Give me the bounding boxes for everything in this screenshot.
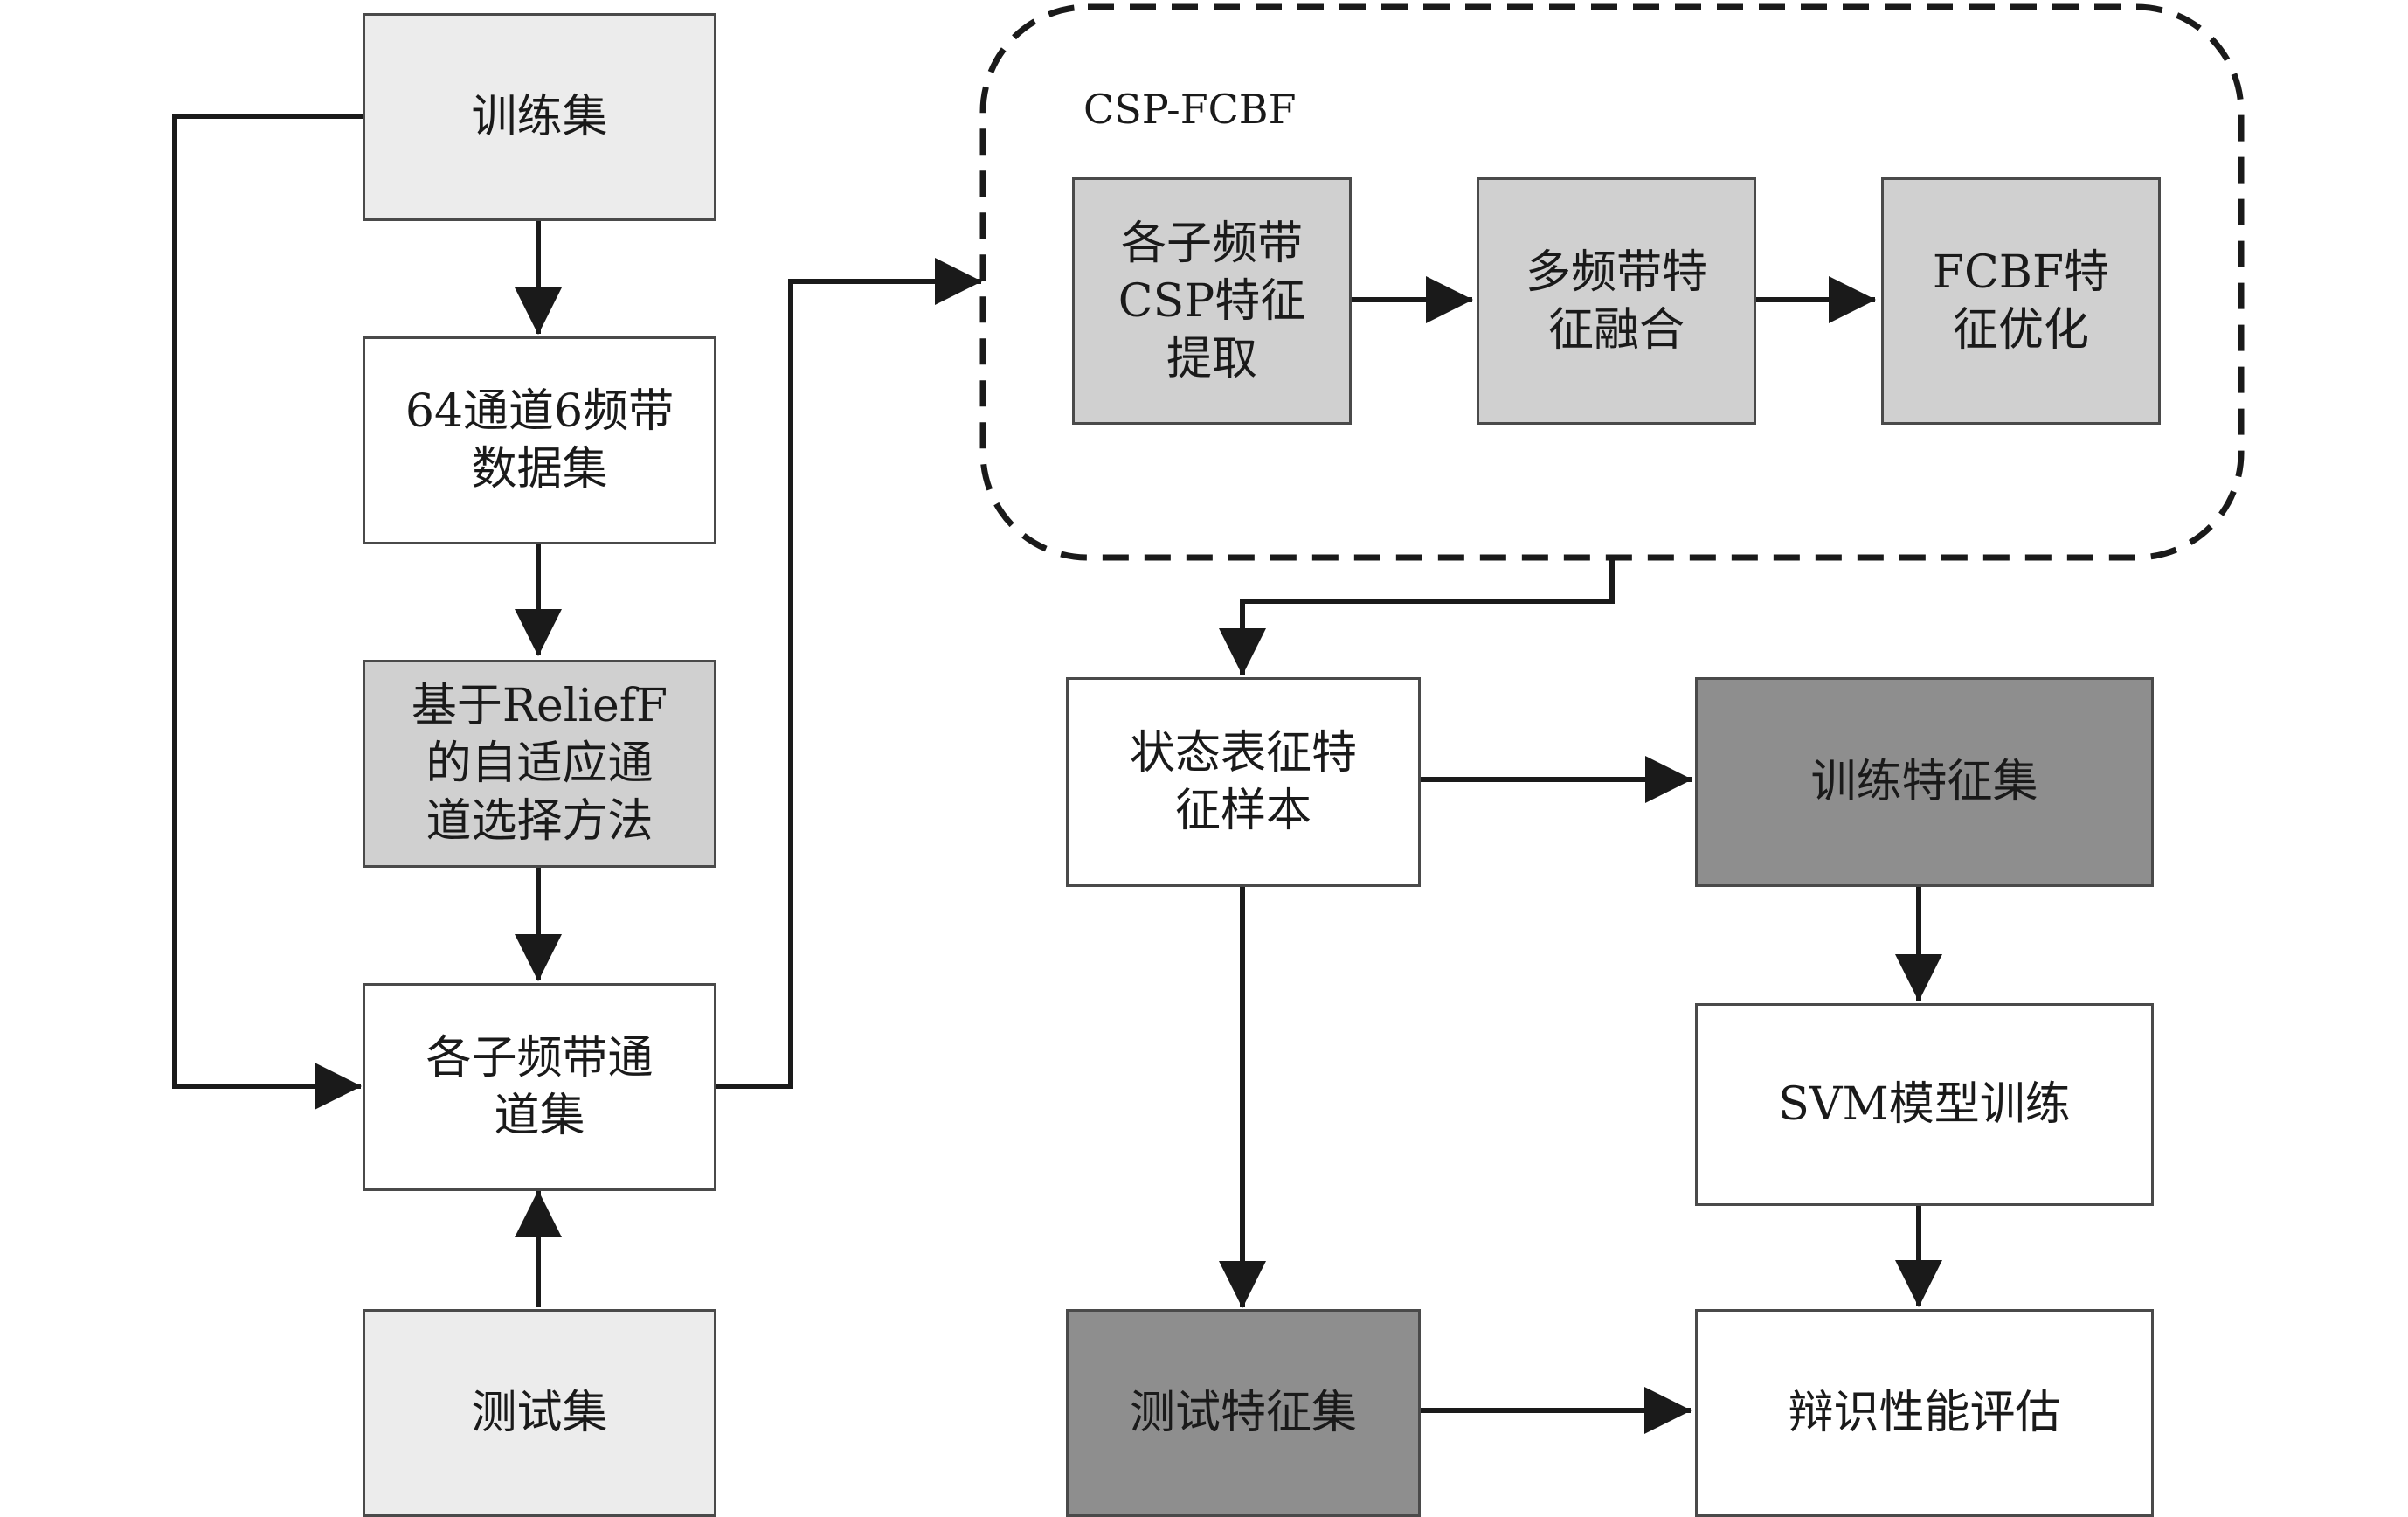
state-feature-samples-node: 状态表征特 征样本	[1066, 677, 1421, 887]
arrow-subband-to-group	[716, 258, 982, 1089]
dataset-64ch-node: 64通道6频带 数据集	[363, 336, 716, 544]
arrow-group-to-state	[1219, 558, 1615, 675]
subband-channel-set-node: 各子频带通 道集	[363, 983, 716, 1191]
arrow-train-bypass-to-subband	[172, 114, 363, 1110]
svm-model-training-node: SVM模型训练	[1695, 1003, 2154, 1206]
performance-evaluation-node: 辩识性能评估	[1695, 1309, 2154, 1517]
csp-fcbf-group-label: CSP-FCBF	[1083, 86, 1297, 133]
csp-feature-extraction-node: 各子频带 CSP特征 提取	[1072, 177, 1352, 425]
test-feature-set-node: 测试特征集	[1066, 1309, 1421, 1517]
train-feature-set-node: 训练特征集	[1695, 677, 2154, 887]
train-set-node: 训练集	[363, 13, 716, 221]
test-set-node: 测试集	[363, 1309, 716, 1517]
multiband-fusion-node: 多频带特 征融合	[1477, 177, 1756, 425]
fcbf-optimization-node: FCBF特 征优化	[1881, 177, 2161, 425]
relieff-channel-selection-node: 基于ReliefF 的自适应通 道选择方法	[363, 660, 716, 868]
